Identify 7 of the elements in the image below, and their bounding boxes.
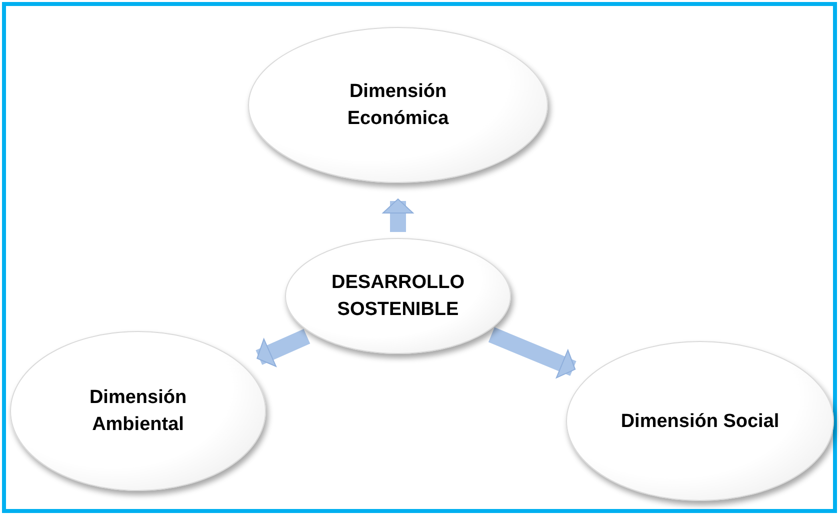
node-label: Dimensión Ambiental [88,386,188,437]
node-label: Dimensión Económica [346,80,450,131]
block-arrow [382,198,414,232]
block-arrow [256,328,310,367]
node-label: DESARROLLO SOSTENIBLE [330,271,466,322]
block-arrow [488,327,576,378]
node-label: Dimensión Social [620,410,780,434]
